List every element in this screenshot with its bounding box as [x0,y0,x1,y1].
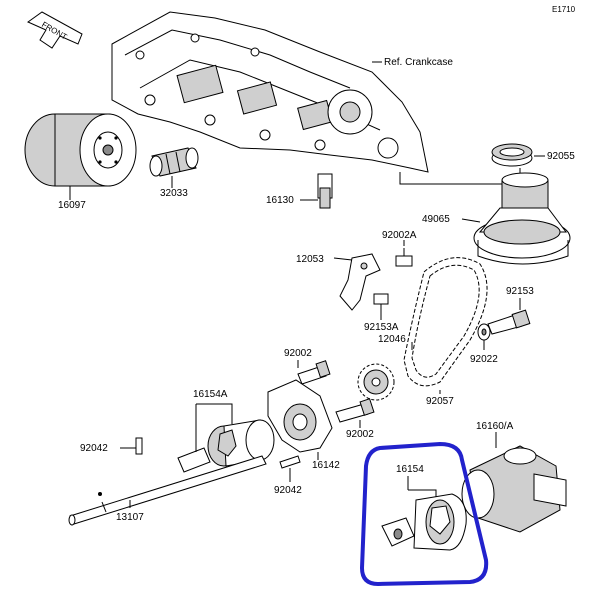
label-92153a: 92153A [364,322,399,333]
leader-12053 [333,257,353,261]
label-92022: 92022 [470,354,498,365]
rotor-16154-icon [381,493,467,551]
front-arrow-icon: FRONT [26,11,83,49]
label-12046: 12046 [378,334,406,345]
crankcase-illustration [111,11,429,173]
diagram-code: E1710 [552,5,576,14]
bolt-92153a-icon [373,293,389,314]
chain-guide-12053-icon [339,253,381,311]
chain-12046-icon [403,257,488,387]
pump-cover-16160-icon [461,445,567,533]
label-92057: 92057 [426,396,454,407]
rotor-16154a-icon [177,419,275,473]
label-92153: 92153 [506,286,534,297]
label-12053: 12053 [296,254,324,265]
leader-49065 [461,218,481,223]
label-16160a: 16160/A [476,421,514,432]
label-32033: 32033 [160,188,188,199]
leader-16154a-b [196,403,233,424]
label-ref-crankcase: Ref. Crankcase [384,57,453,68]
label-16154: 16154 [396,464,424,475]
nozzle-16130-icon [317,173,333,209]
label-92042-upper: 92042 [80,443,108,454]
o-ring-92055-icon [491,143,533,167]
bolt-92153-icon [487,309,531,335]
oil-filter-icon [24,113,137,187]
oil-strainer-icon [473,172,571,265]
label-92042-lower: 92042 [274,485,302,496]
label-49065: 49065 [422,214,450,225]
label-92055: 92055 [547,151,575,162]
pin-92042-upper-icon [135,437,143,455]
pipe-32033-icon [149,147,199,177]
label-16130: 16130 [266,195,294,206]
label-16097: 16097 [58,200,86,211]
label-92002a: 92002A [382,230,417,241]
label-92002-upper: 92002 [284,348,312,359]
pump-body-16142-icon [267,379,333,453]
label-92002-lower: 92002 [346,429,374,440]
bolt-92002-lower-icon [335,398,375,423]
highlight-outline-16154 [359,441,489,587]
label-16142: 16142 [312,460,340,471]
washer-92022-icon [477,323,491,341]
pin-92042-lower-icon [279,455,301,469]
bolt-92002a-icon [395,248,413,267]
label-16154a: 16154A [193,389,228,400]
label-13107: 13107 [116,512,144,523]
bolt-92002-upper-icon [297,360,331,385]
shaft-13107-icon [68,455,267,526]
sprocket-icon [357,363,395,401]
